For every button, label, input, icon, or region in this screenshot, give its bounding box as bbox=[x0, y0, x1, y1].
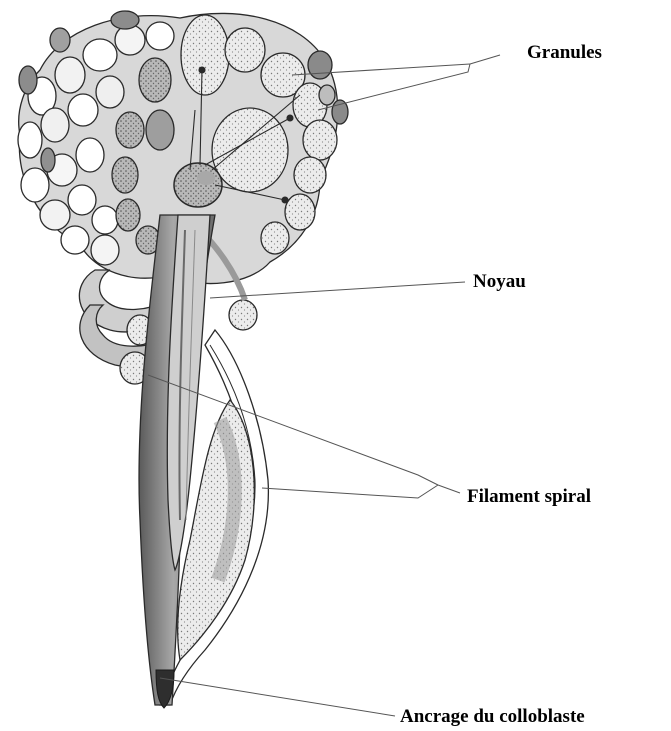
label-ancrage: Ancrage du colloblaste bbox=[400, 707, 585, 726]
label-filament-spiral: Filament spiral bbox=[467, 487, 591, 506]
label-noyau: Noyau bbox=[473, 272, 526, 291]
nucleus bbox=[174, 163, 222, 207]
label-granules: Granules bbox=[527, 43, 602, 62]
